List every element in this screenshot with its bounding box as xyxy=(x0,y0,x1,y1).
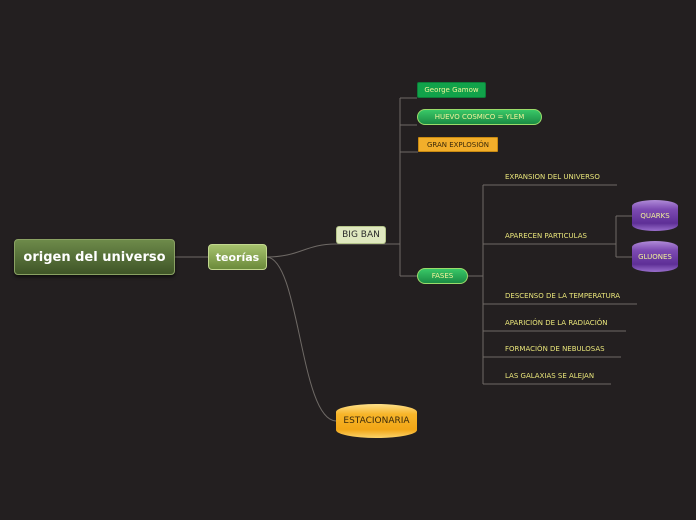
gran-explosion-label: GRAN EXPLOSIÓN xyxy=(426,140,490,149)
big-ban-label: BIG BAN xyxy=(342,230,380,240)
root-label: origen del universo xyxy=(23,249,166,265)
leaf-descenso[interactable]: DESCENSO DE LA TEMPERATURA xyxy=(505,292,621,300)
connector-teorias-bigban xyxy=(266,243,337,258)
leaf-expansion[interactable]: EXPANSION DEL UNIVERSO xyxy=(505,173,600,181)
huevo-cosmico-label: HUEVO COSMICO = YLEM xyxy=(434,113,525,121)
fases-label: FASES xyxy=(431,272,454,280)
fases-node[interactable]: FASES xyxy=(417,268,468,284)
connector-teorias-estacionaria xyxy=(266,256,337,422)
leaf-galaxias[interactable]: LAS GALAXIAS SE ALEJAN xyxy=(505,372,595,380)
quarks-node[interactable]: QUARKS xyxy=(632,200,678,231)
estacionaria-node[interactable]: ESTACIONARIA xyxy=(336,404,417,438)
leaf-radiacion[interactable]: APARICIÓN DE LA RADIACIÓN xyxy=(505,319,608,327)
leaf-particulas[interactable]: APARECEN PARTICULAS xyxy=(505,232,587,240)
george-gamow-label: George Gamow xyxy=(424,86,479,94)
gran-explosion-node[interactable]: GRAN EXPLOSIÓN xyxy=(418,137,498,152)
leaf-nebulosas[interactable]: FORMACIÓN DE NEBULOSAS xyxy=(505,345,605,353)
root-node[interactable]: origen del universo xyxy=(14,239,175,275)
gluones-node[interactable]: GLUONES xyxy=(632,241,678,272)
quarks-label: QUARKS xyxy=(640,211,670,220)
teorias-node[interactable]: teorías xyxy=(208,244,267,270)
george-gamow-node[interactable]: George Gamow xyxy=(417,82,486,98)
teorias-label: teorías xyxy=(215,250,260,264)
gluones-label: GLUONES xyxy=(638,252,672,261)
huevo-cosmico-node[interactable]: HUEVO COSMICO = YLEM xyxy=(417,109,542,125)
big-ban-node[interactable]: BIG BAN xyxy=(336,226,386,244)
estacionaria-label: ESTACIONARIA xyxy=(343,416,410,426)
